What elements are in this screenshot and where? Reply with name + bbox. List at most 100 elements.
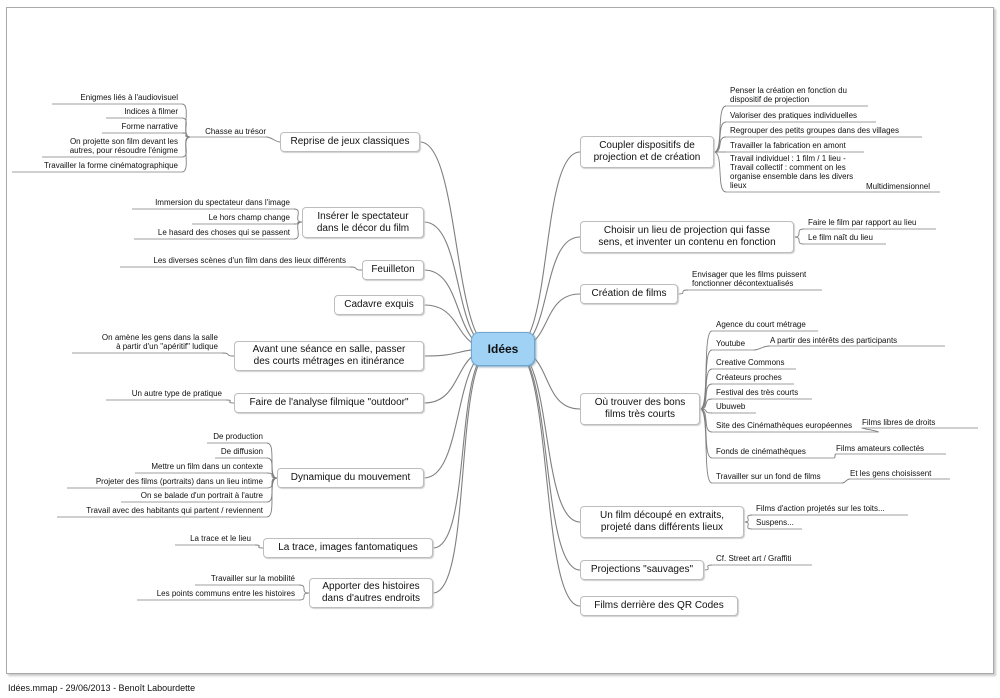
connector [833, 453, 837, 459]
leaf-label[interactable]: Regrouper des petits groupes dans des vi… [730, 126, 899, 135]
connector [298, 584, 310, 594]
leaf-label[interactable]: Site des Cinémathèques européennes [716, 421, 853, 430]
leaf-label[interactable]: Enigmes liés à l'audiovisuel [80, 93, 178, 102]
leaf-label[interactable]: Travail avec des habitants qui partent /… [86, 506, 263, 515]
leaf-label[interactable]: Cf. Street art / Graffiti [716, 554, 792, 563]
leaf-label[interactable]: De production [213, 432, 263, 441]
connector [713, 151, 727, 193]
central-topic[interactable]: Idées [471, 332, 535, 366]
connector [225, 399, 235, 404]
connector [713, 105, 727, 153]
connector [265, 136, 281, 143]
connector [512, 348, 581, 571]
topic-cadavre-exquis[interactable]: Cadavre exquis [334, 295, 424, 315]
leaf-label[interactable]: Festival des très courts [716, 388, 799, 397]
connector [432, 348, 494, 549]
topic-avant-seance[interactable]: Avant une séance en salle, passer des co… [234, 341, 424, 371]
connector [861, 427, 879, 433]
leaf-label[interactable]: Le film naît du lieu [808, 233, 873, 242]
leaf-label[interactable]: Les diverses scènes d'un film dans des l… [153, 256, 346, 265]
topic-films-qr-codes[interactable]: Films derrière des QR Codes [580, 596, 738, 616]
connector [743, 521, 753, 530]
leaf-label[interactable]: Le hors champ change [208, 213, 290, 222]
leaf-label[interactable]: Suspens... [756, 518, 794, 527]
connector [266, 477, 278, 518]
leaf-label[interactable]: On projette son film devant les autres, … [69, 137, 178, 155]
topic-dynamique-mouvement[interactable]: Dynamique du mouvement [277, 468, 424, 488]
leaf-label[interactable]: Films amateurs collectés [836, 444, 925, 453]
connector [181, 136, 191, 173]
topic-choisir-lieu[interactable]: Choisir un lieu de projection qui fasse … [580, 221, 794, 253]
leaf-label[interactable]: On se balade d'un portrait à l'autre [140, 491, 263, 500]
leaf-label[interactable]: Travailler la fabrication en amont [730, 141, 846, 150]
connector [432, 348, 494, 594]
connector [699, 368, 713, 410]
leaf-label[interactable]: Films libres de droits [862, 418, 936, 427]
connector [419, 141, 494, 350]
leaf-label[interactable]: Envisager que les films puissent fonctio… [692, 270, 807, 288]
topic-reprise-jeux[interactable]: Reprise de jeux classiques [280, 132, 420, 152]
leaf-label[interactable]: Immersion du spectateur dans l'image [155, 198, 290, 207]
leaf-label[interactable]: Projeter des films (portraits) dans un l… [95, 477, 263, 486]
connector [221, 352, 235, 357]
leaf-label[interactable]: Creative Commons [716, 358, 785, 367]
topic-film-decoupe[interactable]: Un film découpé en extraits, projeté dan… [580, 506, 744, 538]
topic-feuilleton[interactable]: Feuilleton [362, 260, 424, 280]
connector [793, 236, 805, 245]
connector [266, 457, 278, 479]
connector [512, 348, 581, 607]
leaf-label[interactable]: De diffusion [220, 447, 263, 456]
connector [293, 208, 303, 223]
topic-inserer-spectateur[interactable]: Insérer le spectateur dans le décor du f… [302, 207, 424, 238]
leaf-label[interactable]: Youtube [716, 339, 746, 348]
leaf-label[interactable]: Ubuweb [716, 402, 746, 411]
connector [349, 266, 363, 271]
leaf-label[interactable]: La trace et le lieu [190, 534, 251, 543]
leaf-label[interactable]: Travailler sur un fond de films [716, 472, 821, 481]
leaf-label[interactable]: Forme narrative [121, 122, 178, 131]
topic-ou-trouver[interactable]: Où trouver des bons films très courts [580, 393, 700, 425]
connector [699, 408, 713, 484]
connector [743, 514, 753, 523]
topic-creation-films[interactable]: Création de films [580, 284, 678, 304]
topic-analyse-filmique[interactable]: Faire de l'analyse filmique "outdoor" [234, 393, 424, 413]
leaf-label[interactable]: Penser la création en fonction du dispos… [730, 86, 847, 104]
leaf-label[interactable]: Faire le film par rapport au lieu [808, 218, 917, 227]
leaf-label[interactable]: Le hasard des choses qui se passent [157, 228, 290, 237]
leaf-label[interactable]: Un autre type de pratique [131, 389, 222, 398]
connector [254, 544, 264, 549]
connector [266, 442, 278, 479]
connector [298, 592, 310, 601]
connector [512, 348, 581, 523]
topic-projections-sauvages[interactable]: Projections "sauvages" [580, 560, 704, 580]
topic-apporter-histoires[interactable]: Apporter des histoires dans d'autres end… [309, 578, 433, 608]
connector [512, 151, 581, 350]
leaf-label[interactable]: Mettre un film dans un contexte [151, 462, 263, 471]
leaf-label[interactable]: Fonds de cinémathèques [716, 447, 806, 456]
leaf-label[interactable]: Et les gens choisissent [850, 469, 932, 478]
topic-la-trace[interactable]: La trace, images fantomatiques [263, 538, 433, 558]
leaf-label[interactable]: Films d'action projetés sur les toits... [756, 504, 885, 513]
connector [677, 289, 689, 295]
connector [703, 564, 713, 571]
leaf-label[interactable]: Les points communs entre les histoires [156, 589, 295, 598]
leaf-label[interactable]: Travailler la forme cinématographique [44, 161, 178, 170]
connector [699, 383, 713, 410]
leaf-label[interactable]: Travailler sur la mobilité [210, 574, 295, 583]
leaf-label[interactable]: On amène les gens dans la salle à partir… [101, 333, 218, 351]
leaf-label[interactable]: Valoriser des pratiques individuelles [730, 111, 858, 120]
connector [423, 221, 494, 350]
connector [699, 349, 713, 410]
leaf-label[interactable]: A partir des intérêts des participants [770, 336, 898, 345]
leaf-label[interactable]: Agence du court métrage [716, 320, 806, 329]
connector [423, 348, 494, 479]
leaf-label[interactable]: Multidimensionnel [866, 182, 931, 191]
topic-coupler-dispositifs[interactable]: Coupler dispositifs de projection et de … [580, 136, 714, 168]
leaf-label[interactable]: Chasse au trésor [205, 127, 266, 136]
connector [753, 345, 771, 351]
leaf-label[interactable]: Travail individuel : 1 film / 1 lieu - T… [730, 154, 854, 190]
connector [841, 478, 851, 484]
leaf-label[interactable]: Indices à filmer [124, 107, 178, 116]
connector [181, 117, 191, 138]
leaf-label[interactable]: Créateurs proches [716, 373, 782, 382]
